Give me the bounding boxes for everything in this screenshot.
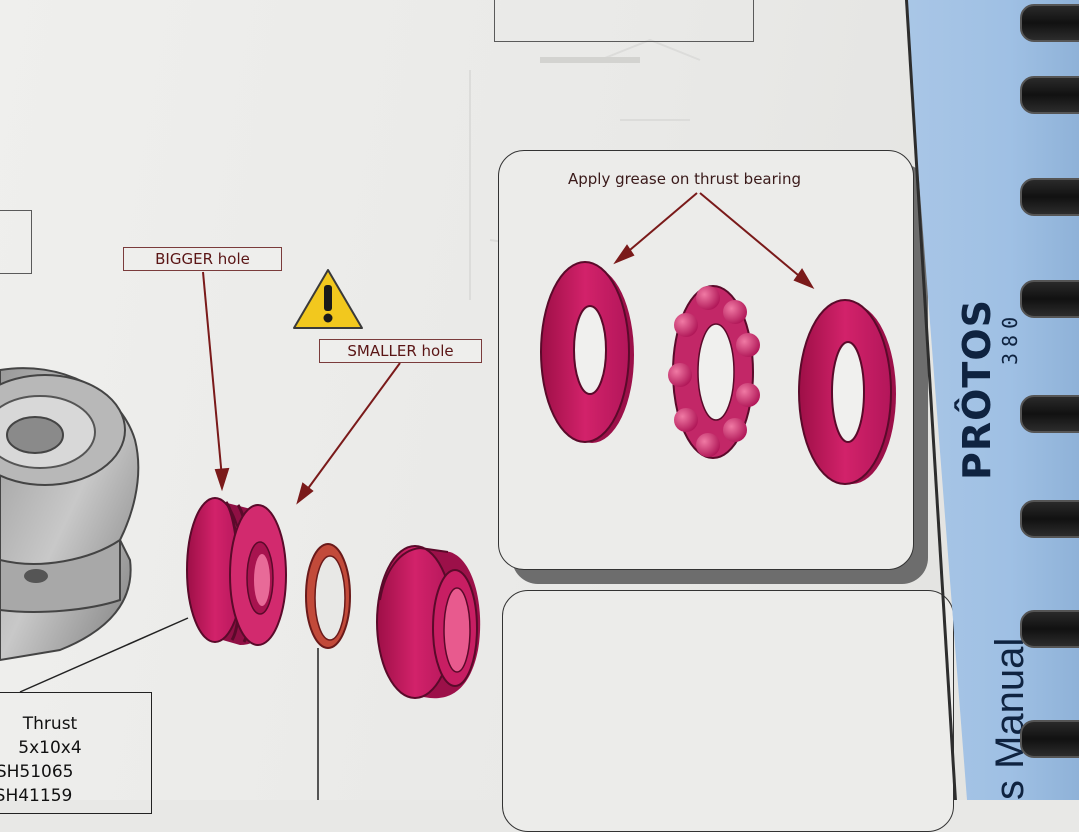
top-callout-box bbox=[494, 0, 754, 42]
spec-line-1: Thrust bbox=[22, 714, 78, 734]
bigger-hole-label: BIGGER hole bbox=[123, 247, 282, 271]
assembly-drawing bbox=[0, 192, 896, 800]
grease-note: Apply grease on thrust bearing bbox=[568, 170, 801, 188]
smaller-hole-label: SMALLER hole bbox=[319, 339, 482, 363]
left-callout-box bbox=[0, 210, 32, 274]
gray-housing-part bbox=[0, 367, 140, 662]
grooved-bearing-part bbox=[186, 497, 287, 646]
thin-washer-part bbox=[305, 543, 351, 649]
ball-cage-part bbox=[668, 285, 760, 459]
round-bearing-part bbox=[376, 545, 481, 699]
spiral-binding bbox=[1012, 0, 1079, 800]
thrust-washer-right bbox=[798, 299, 896, 485]
leader-lines bbox=[19, 617, 319, 800]
thrust-washer-left bbox=[540, 261, 634, 443]
protos-logo: PRÔTOS bbox=[955, 298, 999, 480]
warning-triangle-icon bbox=[293, 269, 363, 329]
callout-arrows bbox=[202, 192, 815, 505]
spec-line-2: 5x10x4 bbox=[18, 738, 82, 758]
faint-background-drawing bbox=[469, 38, 701, 300]
spec-line-3: T. MSH51065 bbox=[0, 762, 74, 782]
